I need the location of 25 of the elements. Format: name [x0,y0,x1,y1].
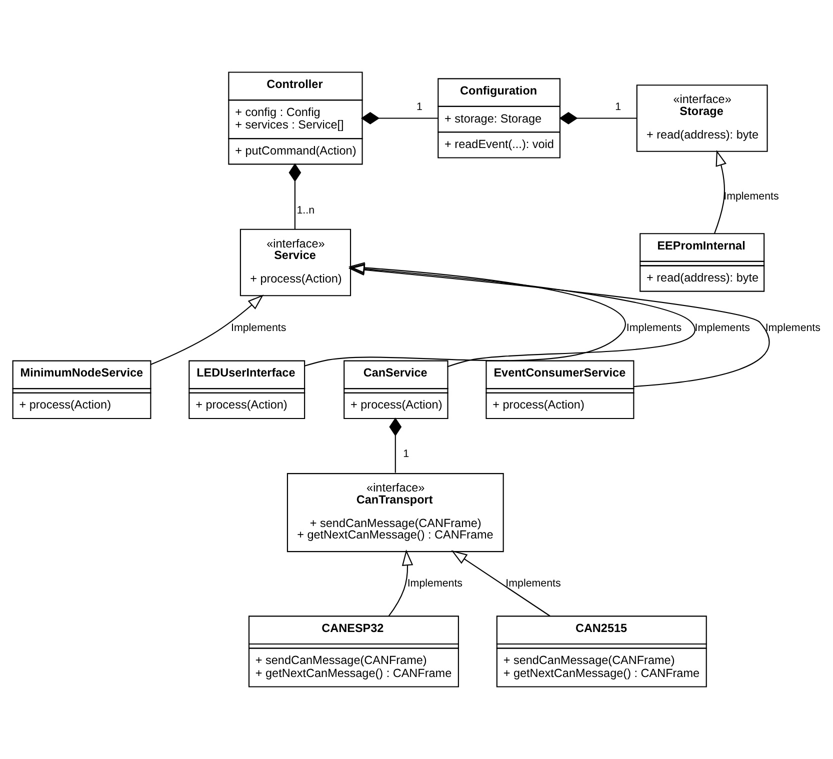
node-box: «interface» Storage + read(address): byte [636,84,768,152]
edge-label: Implements [231,322,286,334]
edge-label: Implements [626,322,682,334]
arrow [714,150,726,234]
arrow [150,294,264,366]
edge-label: Implements [724,190,779,202]
node-box: «interface» CanTransport + sendCanMessage(CANFrame) + getNextCanMessage() : CANFrame [286,473,504,552]
arrow [348,264,770,388]
arrow [388,550,414,616]
edge-label: Implements [407,577,463,590]
edge-label: Implements [694,322,750,334]
connector [559,112,637,124]
arrow [451,550,550,616]
connector [389,418,402,473]
arrow [304,262,626,366]
edge-label: Implements [765,322,821,334]
edge-label: Implements [506,577,561,590]
edge-label: 1 [416,101,422,114]
connector [288,163,302,230]
edge-label: 1 [615,101,622,114]
edge-label: 1 [403,448,410,460]
node-box: «interface» Service + process(Action) [240,228,352,296]
edge-label: 1..n [296,204,315,217]
arrow [348,263,694,368]
connector [360,112,438,124]
